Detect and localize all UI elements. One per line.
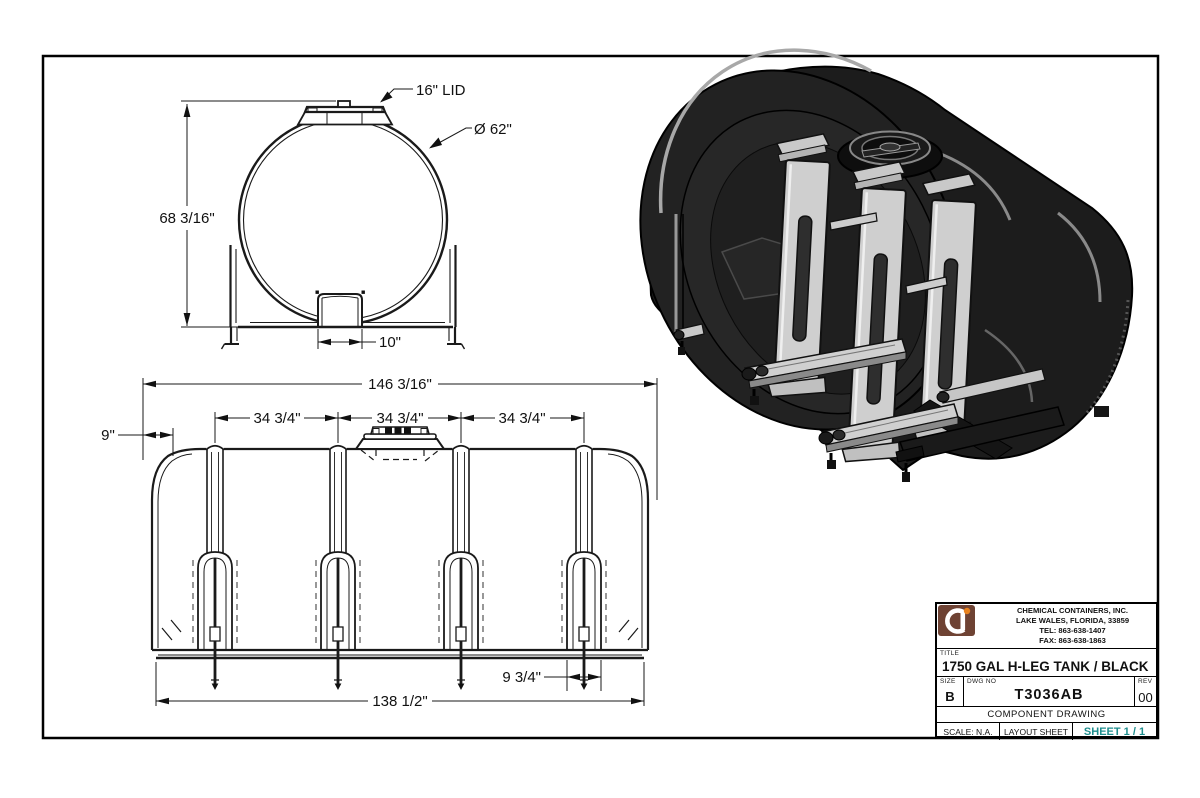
lid-vent-nub bbox=[337, 100, 351, 108]
arrowhead bbox=[380, 91, 393, 103]
right-foot bbox=[447, 327, 466, 350]
sheet-number-cell: SHEET 1 / 1 bbox=[1083, 725, 1146, 738]
rev-label: REV bbox=[1138, 678, 1153, 685]
far-rail-stub bbox=[673, 323, 705, 355]
company-info: CHEMICAL CONTAINERS, INC. LAKE WALES, FL… bbox=[993, 606, 1156, 645]
dwg-no-cell: DWG NO T3036AB bbox=[964, 677, 1135, 706]
arrowhead bbox=[429, 137, 442, 149]
lid-side bbox=[354, 426, 446, 462]
rev-value: 00 bbox=[1138, 690, 1153, 705]
size-value: B bbox=[945, 689, 955, 704]
size-dwg-rev-row: SIZE B DWG NO T3036AB REV 00 bbox=[937, 677, 1156, 707]
company-address: LAKE WALES, FLORIDA, 33859 bbox=[1015, 616, 1130, 626]
rib-highlight bbox=[1057, 211, 1102, 303]
dim-spacing-2: 34 3/4" bbox=[376, 410, 423, 427]
company-name: CHEMICAL CONTAINERS, INC. bbox=[1016, 606, 1129, 616]
left-foot bbox=[220, 327, 239, 350]
cross-rod bbox=[905, 276, 948, 295]
h-leg-bracket-1 bbox=[767, 133, 831, 398]
arrowhead bbox=[318, 338, 331, 346]
lid bbox=[296, 100, 394, 126]
drawing-title: 1750 GAL H-LEG TANK / BLACK bbox=[942, 659, 1149, 674]
dwg-no-label: DWG NO bbox=[967, 678, 997, 685]
arrowhead bbox=[349, 338, 362, 346]
cci-logo-icon bbox=[938, 605, 975, 636]
arrowheads bbox=[143, 431, 173, 439]
layout-sheet-cell: LAYOUT SHEET bbox=[1000, 723, 1073, 740]
tank-ribs bbox=[206, 443, 593, 648]
tank-inner-wall bbox=[242, 119, 444, 321]
drawing-type: COMPONENT DRAWING bbox=[987, 709, 1106, 720]
size-label: SIZE bbox=[940, 678, 956, 685]
endcap-rim-highlight bbox=[658, 48, 872, 214]
company-tel: TEL: 863-638-1407 bbox=[1039, 626, 1106, 635]
scale-sheet-row: SCALE: N.A. LAYOUT SHEET SHEET 1 / 1 bbox=[937, 723, 1156, 740]
title-block-company-row: CHEMICAL CONTAINERS, INC. LAKE WALES, FL… bbox=[937, 604, 1156, 649]
title-block: CHEMICAL CONTAINERS, INC. LAKE WALES, FL… bbox=[935, 602, 1158, 740]
skid-rail-1 bbox=[741, 338, 907, 405]
dim-lid-label: 16" LID bbox=[416, 82, 466, 99]
dwg-no-value: T3036AB bbox=[1014, 687, 1084, 703]
cross-rod bbox=[829, 212, 878, 231]
tank-outline bbox=[237, 114, 449, 326]
leg-bolts bbox=[209, 558, 590, 690]
title-label: TITLE bbox=[940, 650, 960, 657]
side-view: 146 3/16" 34 3/4" 34 3/4" 34 3/4" 9" 9 3… bbox=[101, 376, 658, 710]
dim-base-width-label: 10" bbox=[379, 334, 401, 351]
dim-overall-length: 146 3/16" bbox=[368, 376, 432, 393]
skid-rail-2 bbox=[818, 403, 959, 469]
arrowhead bbox=[143, 380, 156, 388]
iso-view bbox=[639, 48, 1134, 482]
dim-spacing-1: 34 3/4" bbox=[253, 410, 300, 427]
arrowhead bbox=[644, 380, 657, 388]
drawing-border bbox=[41, 54, 1160, 740]
tank-sump-channel bbox=[317, 293, 363, 326]
manway bbox=[837, 130, 943, 179]
arrowhead bbox=[183, 313, 191, 326]
dim-base-length: 138 1/2" bbox=[372, 693, 427, 710]
arrowheads bbox=[567, 673, 601, 681]
dim-end-offset: 9" bbox=[101, 427, 115, 444]
dim-leg-width: 9 3/4" bbox=[502, 669, 541, 686]
company-fax: FAX: 863-638-1863 bbox=[1039, 635, 1106, 645]
rev-cell: REV 00 bbox=[1135, 677, 1156, 706]
arrowhead bbox=[183, 104, 191, 117]
front-view: 68 3/16" 16" LID Ø 62" 10" bbox=[159, 82, 512, 351]
title-row: TITLE 1750 GAL H-LEG TANK / BLACK bbox=[937, 649, 1156, 677]
skid-rail-3 bbox=[936, 368, 1046, 404]
dim-diameter-label: Ø 62" bbox=[474, 121, 512, 138]
drawing-type-row: COMPONENT DRAWING bbox=[937, 707, 1156, 723]
size-cell: SIZE B bbox=[937, 677, 964, 706]
dim-spacing-3: 34 3/4" bbox=[498, 410, 545, 427]
scale-cell: SCALE: N.A. bbox=[937, 723, 1000, 740]
dim-height-label: 68 3/16" bbox=[159, 210, 214, 227]
